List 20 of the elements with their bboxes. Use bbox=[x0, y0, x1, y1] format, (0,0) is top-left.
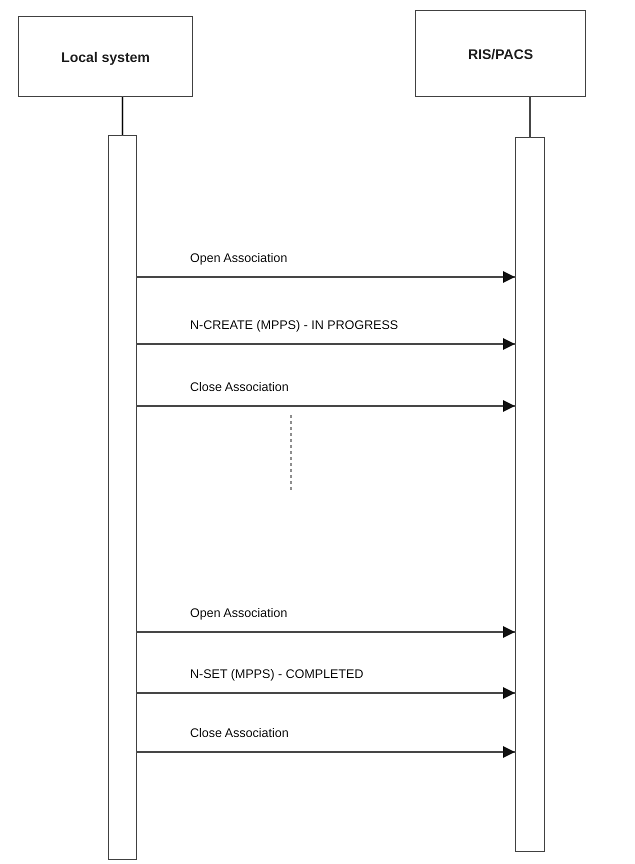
message-arrow bbox=[137, 338, 515, 350]
participant-name: RIS/PACS bbox=[468, 46, 534, 62]
edge-label: Close Association bbox=[189, 380, 290, 394]
lifeline bbox=[529, 97, 531, 137]
lifeline bbox=[122, 97, 124, 135]
edge-label: N-CREATE (MPPS) - IN PROGRESS bbox=[189, 318, 400, 332]
edge-label: Open Association bbox=[189, 251, 288, 265]
message-arrow bbox=[137, 271, 515, 283]
message-arrow bbox=[137, 687, 515, 699]
edge-label: N-SET (MPPS) - COMPLETED bbox=[189, 667, 364, 681]
activation-bar bbox=[108, 135, 137, 860]
message-arrow bbox=[137, 400, 515, 412]
message-arrow bbox=[137, 626, 515, 638]
activation-bar bbox=[515, 137, 545, 852]
edge-label: Close Association bbox=[189, 726, 290, 740]
participant-box bbox=[415, 10, 586, 97]
edge-label: Open Association bbox=[189, 606, 288, 620]
message-arrow bbox=[137, 746, 515, 758]
participant-box bbox=[18, 16, 193, 97]
participant-name: Local system bbox=[61, 48, 150, 64]
